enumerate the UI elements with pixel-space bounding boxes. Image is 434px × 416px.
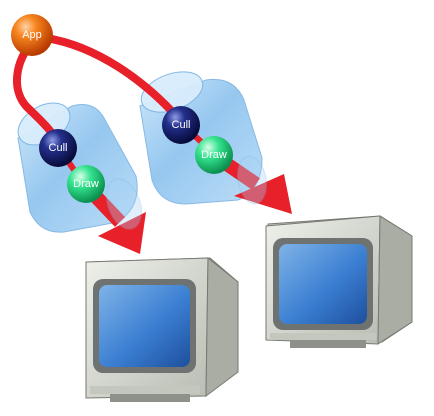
pipe-right-cull: Cull xyxy=(162,106,200,144)
arrow-icon xyxy=(234,174,292,214)
cull-label-right: Cull xyxy=(172,119,191,131)
screen-left xyxy=(99,285,190,367)
draw-label-left: Draw xyxy=(73,178,99,190)
app-sphere-icon xyxy=(11,14,53,56)
pipe-right-rim xyxy=(237,155,267,205)
monitor-right xyxy=(265,215,413,348)
pipe-left-rim xyxy=(106,178,142,230)
wire-app-to-right xyxy=(42,34,182,122)
draw-sphere-icon xyxy=(195,136,233,174)
draw-sphere-icon xyxy=(67,165,105,203)
app-label: App xyxy=(22,29,42,41)
cull-label-left: Cull xyxy=(49,142,68,154)
pipe-left-cull: Cull xyxy=(39,129,77,167)
cull-sphere-icon xyxy=(162,106,200,144)
draw-label-right: Draw xyxy=(201,149,227,161)
pipe-left-draw: Draw xyxy=(67,165,105,203)
monitor-left xyxy=(85,256,239,402)
screen-right xyxy=(279,244,367,324)
cull-sphere-icon xyxy=(39,129,77,167)
app-node: App xyxy=(11,14,53,56)
pipe-right-draw: Draw xyxy=(195,136,233,174)
arrow-icon xyxy=(98,212,146,254)
